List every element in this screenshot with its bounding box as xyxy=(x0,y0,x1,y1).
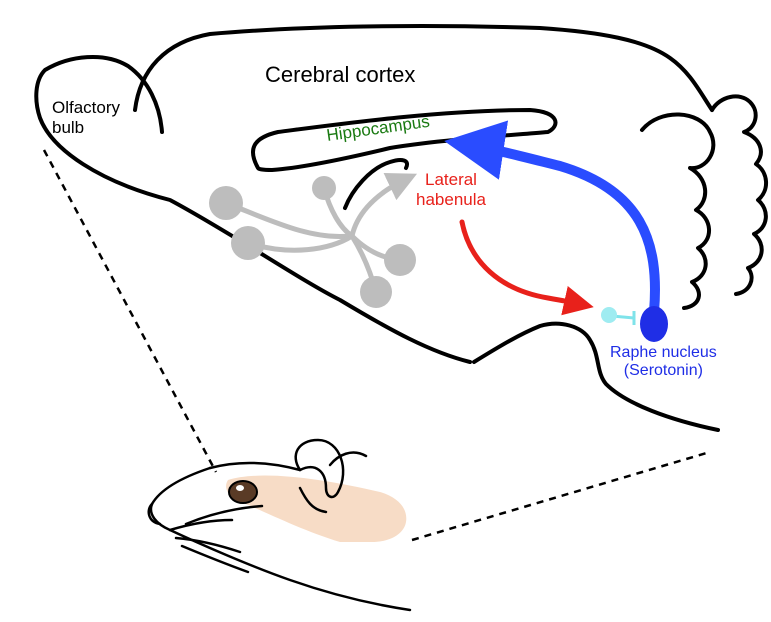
gray-neurons xyxy=(209,173,418,308)
olfactory-label-line2: bulb xyxy=(52,117,85,137)
neuron-body xyxy=(384,244,416,276)
olfactory-bulb-label: Olfactory bulb xyxy=(52,98,120,137)
raphe-label-line2: (Serotonin) xyxy=(623,362,703,380)
raphe-label-line1: Raphe nucleus xyxy=(610,344,717,361)
raphe-nucleus-label: Raphe nucleus (Serotonin) xyxy=(610,344,717,381)
synapse xyxy=(601,307,636,325)
rat-illustration xyxy=(147,438,412,612)
neuron-body xyxy=(209,186,243,220)
lateral-habenula-label: Lateral habenula xyxy=(416,170,486,209)
brain-outline xyxy=(34,24,768,432)
rat-eye-highlight xyxy=(236,485,244,491)
habenula-projection-arrow xyxy=(459,219,594,316)
zoom-lines xyxy=(42,149,711,542)
cerebral-cortex-label: Cerebral cortex xyxy=(265,62,416,87)
neuron-body xyxy=(312,176,336,200)
serotonin-projection-arrow xyxy=(444,120,660,317)
habenula-label-line2: habenula xyxy=(416,189,486,209)
rat-eye xyxy=(228,480,258,504)
raphe-nucleus-body xyxy=(640,306,668,342)
neuron-body xyxy=(231,226,265,260)
habenula-label-line1: Lateral xyxy=(424,170,477,189)
neuron-body xyxy=(360,276,392,308)
olfactory-label-line1: Olfactory xyxy=(52,98,121,117)
